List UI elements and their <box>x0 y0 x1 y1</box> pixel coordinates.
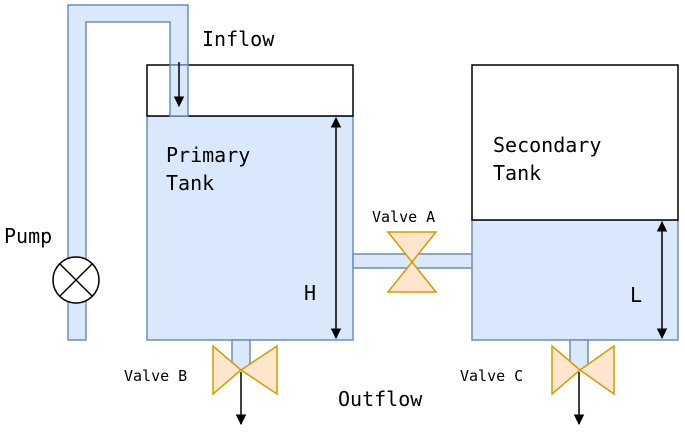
primary-tank-label-line2: Tank <box>166 171 214 195</box>
secondary-tank-water <box>471 219 679 341</box>
pump-circle-x-icon[interactable] <box>52 256 100 304</box>
primary-tank-label-line1: Primary <box>166 143 250 167</box>
height-h-label: H <box>304 281 316 305</box>
inflow-label: Inflow <box>202 27 275 51</box>
valve-b-label: Valve B <box>124 367 187 385</box>
outflow-label: Outflow <box>338 387 423 411</box>
valve-a-label: Valve A <box>372 208 435 226</box>
pump-label: Pump <box>4 224 52 248</box>
valve-c-label: Valve C <box>460 367 523 385</box>
height-l-label: L <box>630 283 642 307</box>
secondary-tank-top <box>471 64 679 221</box>
valve-a-icon[interactable] <box>386 231 438 293</box>
valve-c-icon[interactable] <box>551 344 615 396</box>
secondary-tank-label-line1: Secondary <box>493 133 601 157</box>
valve-b-icon[interactable] <box>212 344 278 396</box>
primary-tank-water <box>146 115 354 341</box>
secondary-tank-label-line2: Tank <box>493 161 541 185</box>
